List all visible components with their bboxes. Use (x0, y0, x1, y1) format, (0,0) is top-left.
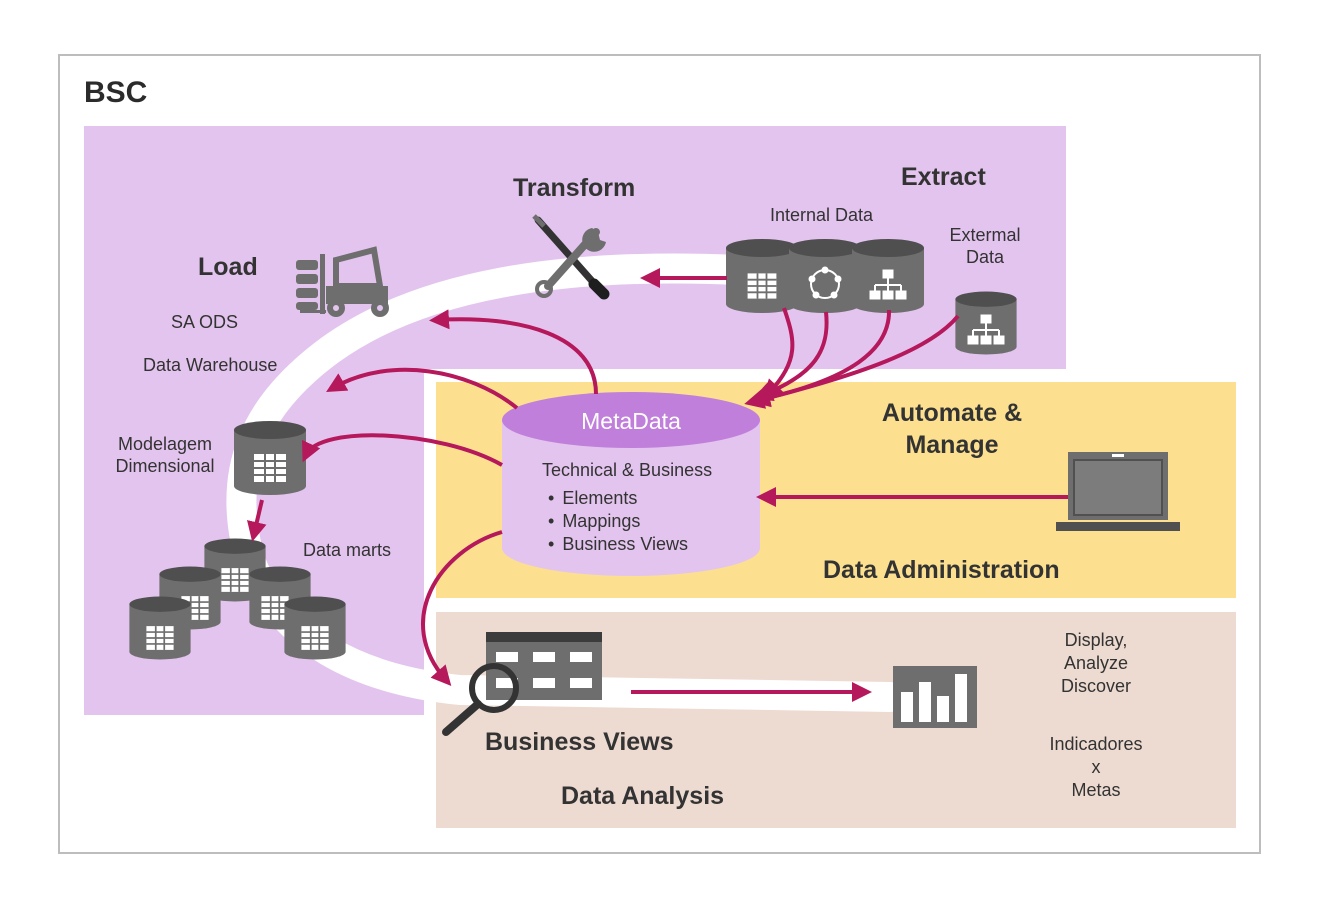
dimensional-model-database-icon (234, 421, 306, 495)
magnifier-table-icon (442, 632, 602, 736)
flow-arrows (247, 268, 1068, 702)
metadata-subtitle: Technical & Business (542, 460, 713, 480)
database-hierarchy-icon (852, 239, 924, 313)
automate-manage-heading: Automate &Manage (881, 399, 1023, 459)
external-database-icon (955, 291, 1017, 355)
database-table-icon (726, 239, 798, 313)
data-administration-label: Data Administration (823, 556, 1060, 584)
forklift-icon (296, 246, 389, 317)
metadata-item: Mappings (548, 510, 688, 533)
load-heading: Load (198, 253, 258, 281)
bar-chart-icon (893, 666, 977, 728)
diagram-title: BSC (84, 76, 148, 109)
data-marts-label: Data marts (303, 540, 392, 560)
transform-heading: Transform (513, 174, 636, 202)
database-network-icon (789, 239, 861, 313)
sa-ods-label: SA ODS (171, 312, 239, 332)
business-views-label: Business Views (485, 728, 674, 756)
laptop-icon (1056, 452, 1180, 531)
extract-heading: Extract (901, 163, 986, 191)
metadata-title: MetaData (581, 408, 681, 434)
metadata-item: Business Views (548, 533, 688, 556)
metadata-item: Elements (548, 487, 688, 510)
data-analysis-label: Data Analysis (561, 782, 725, 810)
metadata-items: Elements Mappings Business Views (548, 487, 688, 556)
diagram-frame (58, 54, 1261, 854)
internal-data-label: Internal Data (770, 205, 874, 225)
wrench-screwdriver-icon (532, 214, 610, 300)
data-warehouse-label: Data Warehouse (143, 355, 278, 375)
